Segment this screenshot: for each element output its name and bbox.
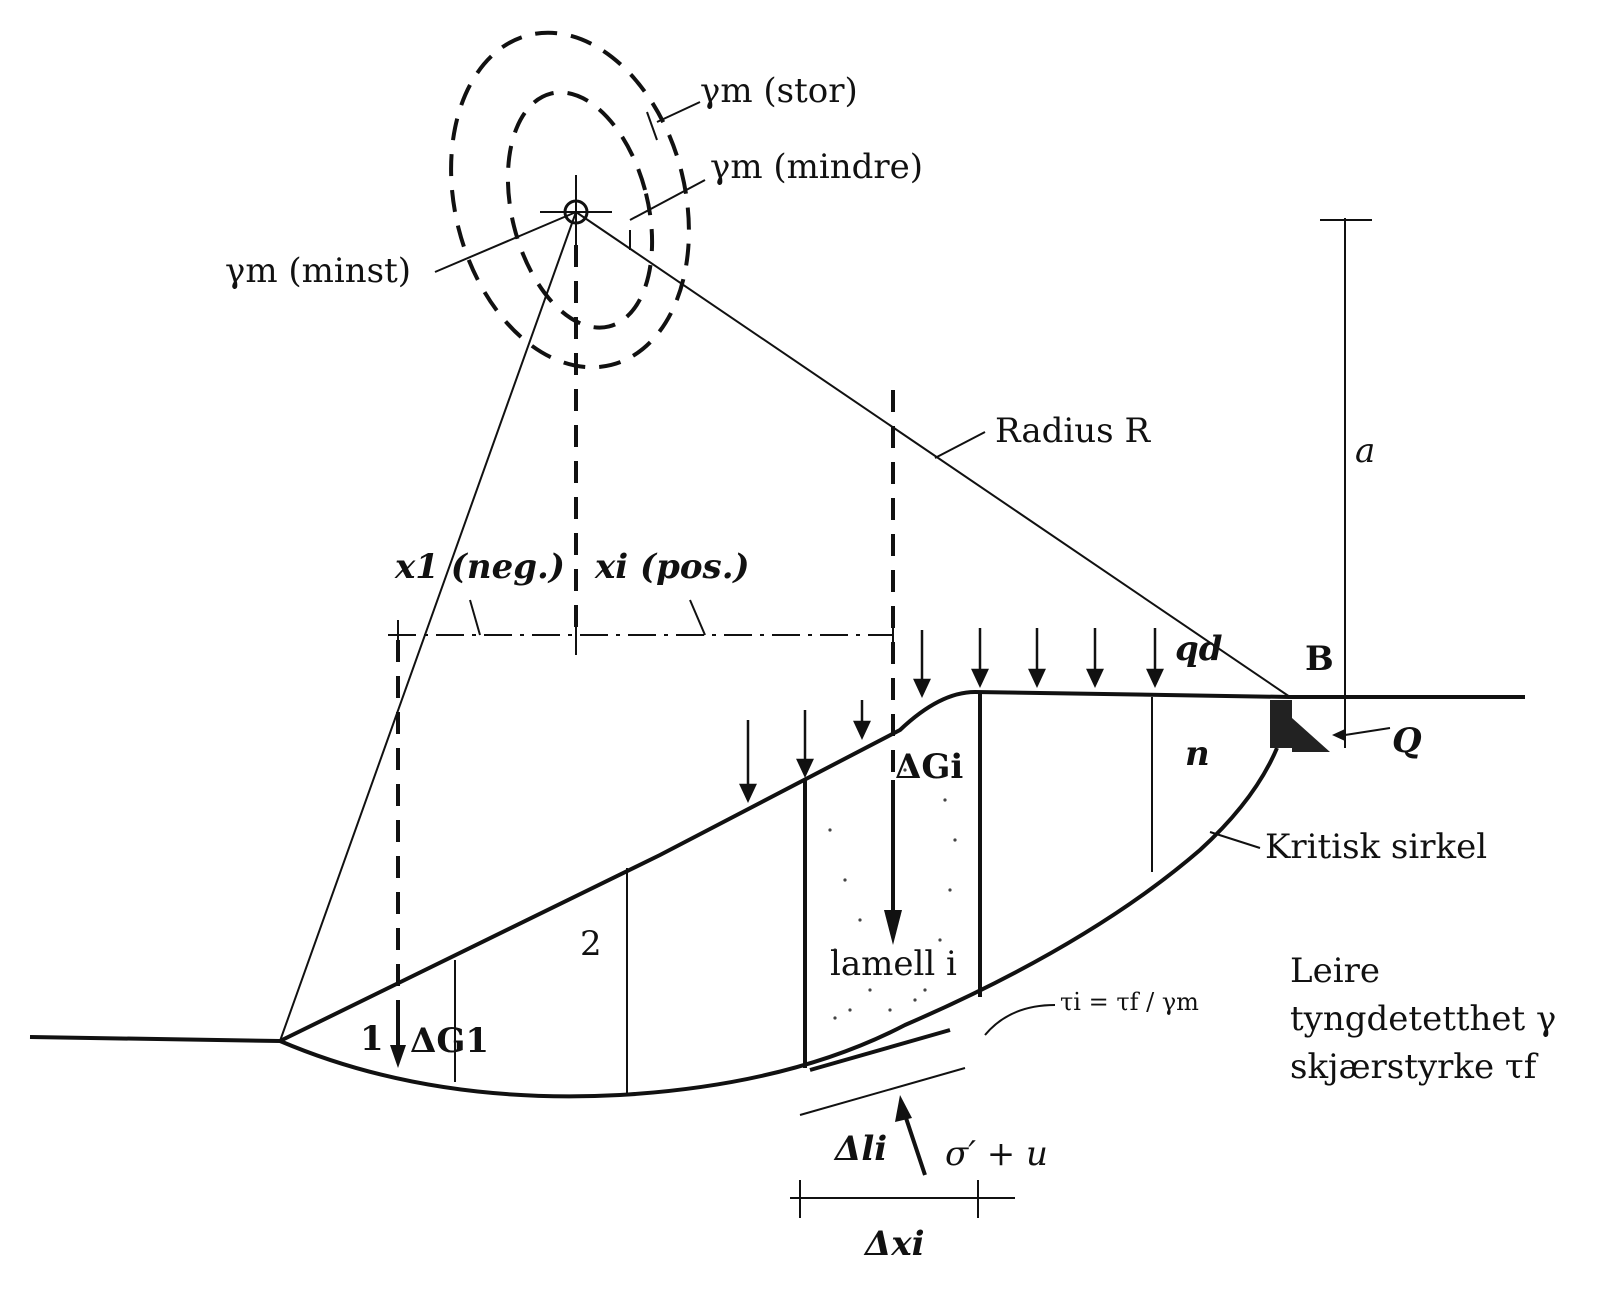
label-B: B — [1305, 639, 1334, 679]
radius-line-left — [279, 211, 577, 1042]
label-gamma-mindre: γm (mindre) — [710, 147, 923, 187]
leader-kritisk-sirkel — [1209, 831, 1261, 849]
label-xi-pos: xi (pos.) — [594, 547, 750, 587]
label-skjaerstyrke: skjærstyrke τf — [1290, 1047, 1539, 1087]
normal-stress-arrow — [895, 1095, 927, 1176]
label-n: n — [1185, 734, 1210, 774]
ground-surface-left — [29, 1035, 281, 1043]
critical-circle — [279, 747, 1279, 1099]
label-delta-xi: Δxi — [863, 1224, 925, 1264]
label-lamell-i: lamell i — [830, 944, 957, 984]
label-delta-li: Δli — [833, 1129, 887, 1169]
label-tyngdetetthet: tyngdetetthet γ — [1290, 999, 1556, 1039]
label-tau-eq: τi = τf / γm — [1060, 988, 1199, 1016]
radius-line-right — [575, 211, 1291, 698]
label-a: a — [1355, 431, 1375, 471]
ellipse-gamma-mindre — [505, 90, 655, 330]
leader-gamma-stor — [656, 101, 701, 123]
label-slice-1: 1 — [360, 1019, 384, 1059]
weight-arrow-slice-1 — [390, 1005, 406, 1068]
label-slice-2: 2 — [580, 924, 602, 964]
leader-tau — [984, 1004, 1056, 1036]
label-kritisk-sirkel: Kritisk sirkel — [1265, 827, 1487, 867]
slice-i-stipple — [828, 768, 957, 1020]
delta-l-line — [799, 1067, 966, 1116]
label-radius: Radius R — [995, 411, 1151, 451]
leader-gamma-mindre-2 — [629, 179, 706, 221]
weight-arrow-slice-i — [884, 780, 902, 945]
label-qd: qd — [1175, 629, 1223, 669]
label-x1-neg: x1 (neg.) — [394, 547, 565, 587]
force-Q-arrow — [1332, 727, 1391, 741]
label-Q: Q — [1392, 721, 1422, 761]
load-arrows — [739, 628, 1164, 803]
label-delta-G1: ΔG1 — [410, 1021, 489, 1061]
slope-surface — [279, 689, 1291, 1043]
retaining-block — [1270, 700, 1330, 752]
leader-x1 — [469, 599, 481, 636]
label-leire: Leire — [1290, 951, 1380, 991]
leader-gamma-stor-tick — [646, 111, 658, 141]
label-delta-Gi: ΔGi — [895, 747, 963, 787]
label-sigma-u: σ′ + u — [945, 1134, 1048, 1174]
label-gamma-minst: γm (minst) — [225, 251, 411, 291]
leader-gamma-minst — [434, 211, 577, 273]
shear-arrow — [809, 1028, 951, 1072]
leader-radius — [934, 431, 986, 459]
leader-xi — [689, 599, 706, 636]
ellipse-gamma-stor — [449, 30, 691, 370]
label-gamma-stor: γm (stor) — [700, 71, 858, 111]
